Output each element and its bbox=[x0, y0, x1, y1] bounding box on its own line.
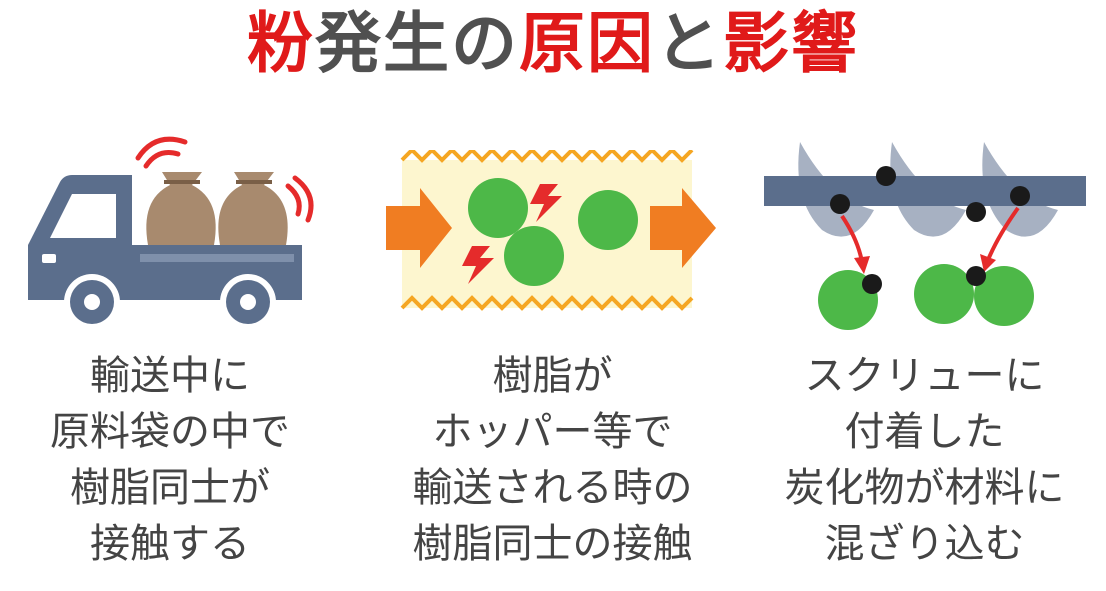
caption-line: 付着した bbox=[844, 409, 1005, 455]
title-part-5: 影響 bbox=[723, 5, 859, 82]
arrow-right-icon bbox=[650, 188, 716, 268]
title-part-3: 原因 bbox=[519, 5, 655, 82]
screw-carbide-icon bbox=[764, 142, 1086, 330]
caption-line: 樹脂同士の接触 bbox=[412, 521, 693, 567]
title-part-2: 発生の bbox=[315, 5, 519, 82]
title-part-4: と bbox=[655, 5, 723, 82]
title-part-1: 粉 bbox=[247, 5, 315, 82]
caption-line: 輸送される時の bbox=[412, 465, 693, 511]
truck-icon bbox=[28, 136, 314, 330]
caption-line: 輸送中に bbox=[90, 353, 250, 399]
hopper-collision-icon bbox=[386, 150, 716, 311]
caption-line: 樹脂が bbox=[492, 353, 613, 399]
panel-1-caption: 輸送中に 原料袋の中で 樹脂同士が 接触する bbox=[20, 348, 320, 572]
page-title: 粉発生の原因と影響 bbox=[0, 4, 1106, 84]
arrow-right-icon bbox=[386, 188, 452, 268]
spark-icon bbox=[530, 184, 562, 222]
bag-icon bbox=[218, 172, 288, 245]
caption-line: 接触する bbox=[90, 521, 250, 567]
zigzag-top bbox=[400, 150, 694, 163]
zigzag-bottom bbox=[400, 295, 694, 311]
bag-icon bbox=[146, 172, 216, 245]
arrow-down-icon bbox=[986, 206, 1020, 261]
caption-line: スクリューに bbox=[804, 353, 1045, 399]
caption-line: ホッパー等で bbox=[432, 409, 673, 455]
spark-icon bbox=[462, 246, 494, 284]
caption-line: 原料袋の中で bbox=[50, 409, 290, 455]
caption-line: 混ざり込む bbox=[824, 521, 1025, 567]
panel-2-caption: 樹脂が ホッパー等で 輸送される時の 樹脂同士の接触 bbox=[380, 348, 725, 572]
panel-3-caption: スクリューに 付着した 炭化物が材料に 混ざり込む bbox=[762, 348, 1087, 572]
caption-line: 樹脂同士が bbox=[70, 465, 270, 511]
caption-line: 炭化物が材料に bbox=[784, 465, 1065, 511]
